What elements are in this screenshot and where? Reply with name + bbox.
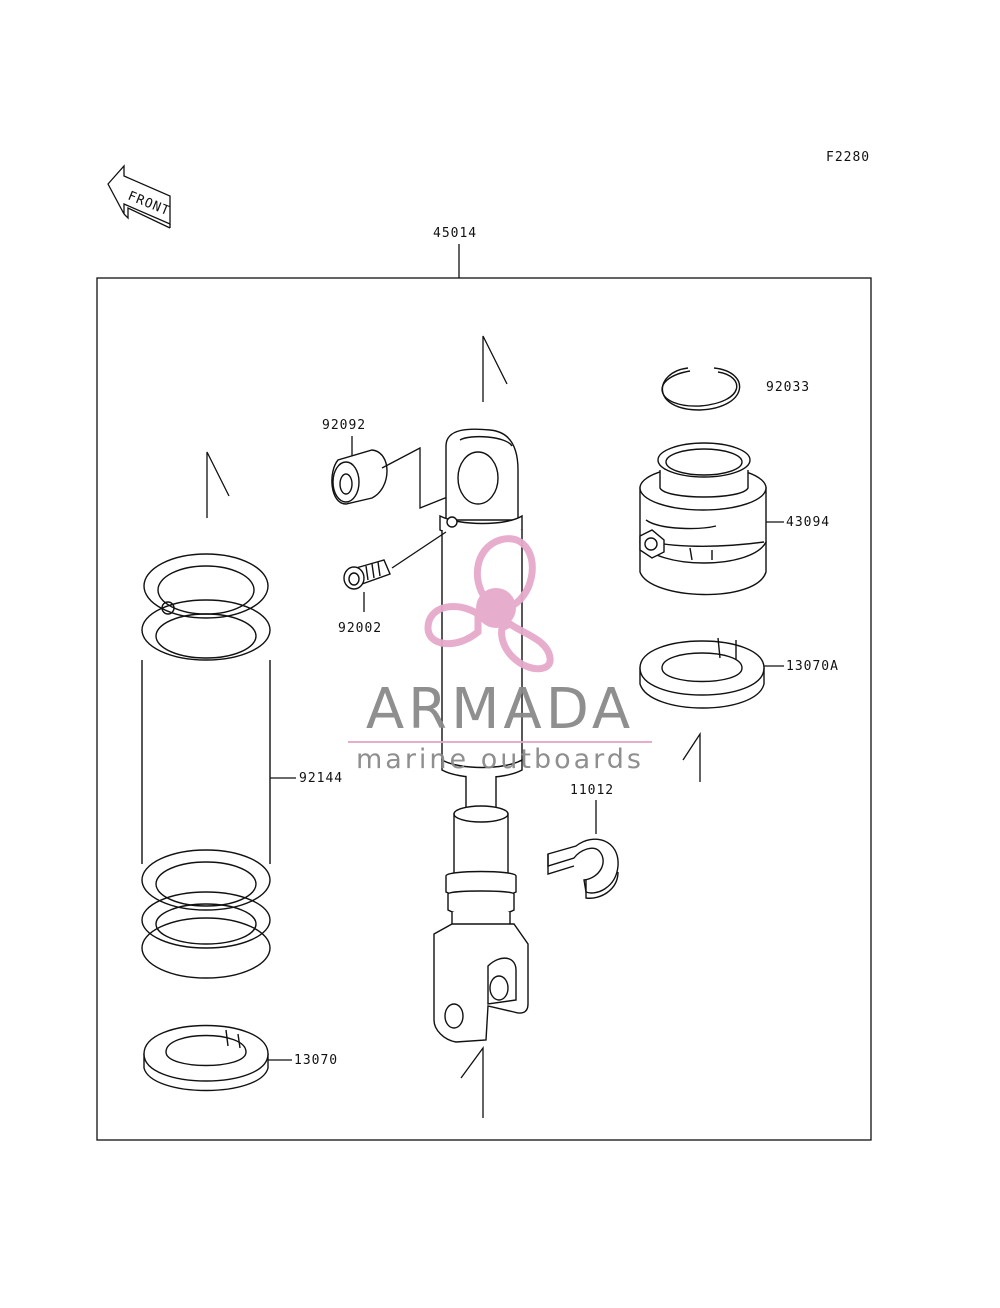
assembly-label: 45014 (433, 226, 477, 241)
spring-seat-lower-part (143, 1024, 269, 1092)
centerline-mark-bottom (460, 1046, 484, 1118)
watermark-tagline: marine outboards (356, 744, 644, 775)
centerline-mark-spring (206, 451, 230, 518)
bushing-part (331, 449, 388, 505)
armada-watermark: ARMADA marine outboards (348, 535, 652, 775)
bolt-link-line (391, 531, 447, 569)
part-label-spring: 92144 (299, 771, 343, 786)
part-label-bolt: 92002 (338, 621, 382, 636)
adjuster-part (639, 442, 767, 596)
part-label-stopper: 11012 (570, 783, 614, 798)
bushing-link-line (381, 446, 471, 509)
centerline-mark-right (682, 731, 701, 782)
assembly-frame (96, 277, 872, 1141)
spring-part (141, 553, 271, 979)
part-label-snap-ring: 92033 (766, 380, 810, 395)
part-label-spring-seat-lower: 13070 (294, 1053, 338, 1068)
diagram-code: F2280 (826, 150, 870, 165)
front-arrow-icon: FRONT (107, 164, 172, 229)
centerline-mark-top (482, 335, 508, 402)
watermark-brand: ARMADA (366, 677, 634, 742)
snap-ring-part (661, 367, 741, 411)
part-label-bushing: 92092 (322, 418, 366, 433)
bolt-part (343, 559, 391, 590)
part-label-spring-seat-upper: 13070A (786, 659, 839, 674)
part-label-adjuster: 43094 (786, 515, 830, 530)
spring-seat-upper-part (639, 637, 765, 709)
propeller-logo-icon (424, 535, 554, 673)
stopper-part (547, 838, 619, 899)
